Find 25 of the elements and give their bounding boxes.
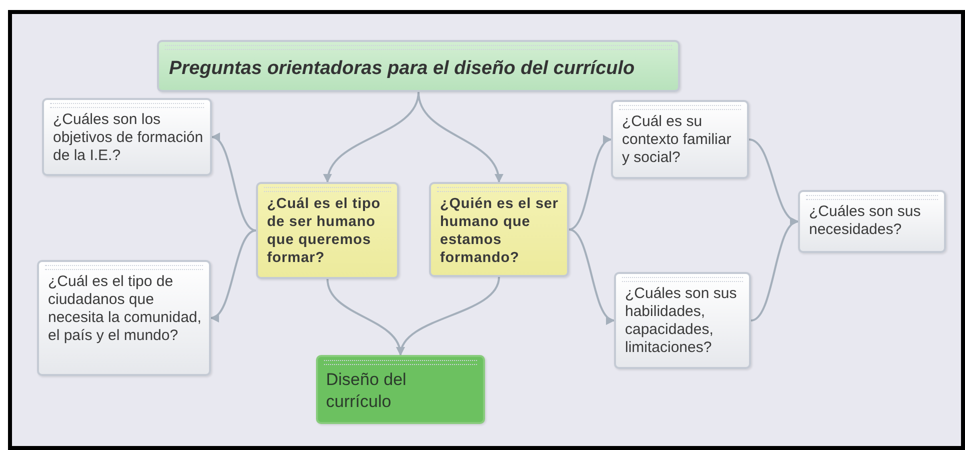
- key-question-box: [429, 182, 569, 277]
- question-box: [611, 100, 749, 179]
- arrow: [750, 220, 799, 322]
- arrow: [418, 92, 502, 183]
- node-text: ¿Quién es el ser humano que estamos formando?: [440, 195, 560, 267]
- question-box: [798, 190, 946, 253]
- question-box: [42, 98, 212, 176]
- arrow: [398, 276, 500, 356]
- node-text: ¿Cuáles son los objetivos de formación de la I.E.?: [53, 111, 204, 165]
- node-text: ¿Cuál es el tipo de ser humano que queremos formar?: [267, 195, 382, 267]
- arrow: [568, 228, 615, 322]
- node-text: Diseño del currículo: [326, 369, 408, 413]
- node-text: ¿Cuál es el tipo de ciudadanos que necesita la comunidad, el país y el mundo?: [48, 273, 202, 345]
- result-box: [316, 355, 485, 424]
- question-box: [37, 260, 211, 376]
- node-text: ¿Cuáles son sus necesidades?: [809, 203, 922, 239]
- title-box: [157, 40, 680, 92]
- title-text: Preguntas orientadoras para el diseño del currículo: [169, 58, 635, 80]
- arrow: [210, 230, 256, 320]
- arrow: [211, 136, 256, 232]
- node-text: ¿Cuál es su contexto familiar y social?: [622, 113, 732, 167]
- question-box: [614, 272, 751, 369]
- arrow: [568, 138, 612, 230]
- key-question-box: [256, 182, 399, 279]
- node-text: ¿Cuáles son sus habilidades, capacidades, limitaciones?: [625, 285, 738, 357]
